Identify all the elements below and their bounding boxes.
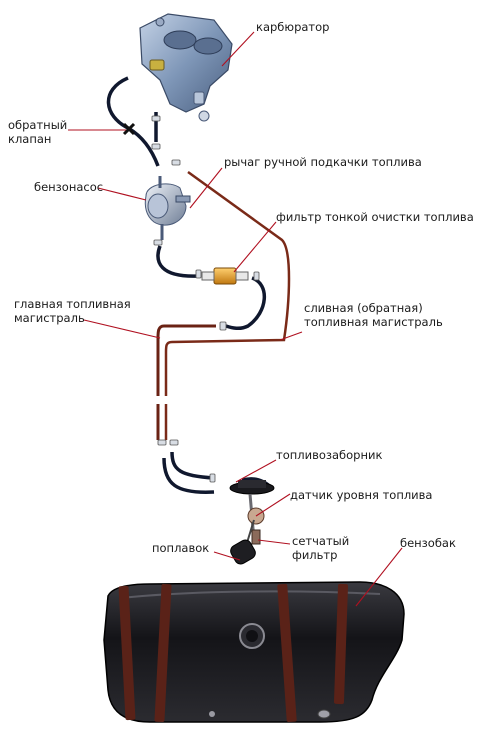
label-check-valve-line1: обратный: [8, 118, 68, 132]
clamp: [151, 143, 161, 150]
hose-to-intake-2: [162, 457, 215, 494]
clamp: [169, 439, 179, 446]
label-fuel-tank: бензобак: [400, 536, 456, 550]
tank-bolt: [209, 711, 215, 717]
label-intake: топливозаборник: [276, 448, 383, 462]
return-hose: [164, 170, 291, 396]
tank-drain: [317, 709, 331, 719]
tank-strap: [277, 583, 297, 723]
clamp: [157, 439, 167, 446]
fine-filter-body: [213, 267, 237, 285]
fuel-pump-cover: [147, 193, 169, 219]
leader-float: [213, 551, 241, 561]
carburetor-fitting: [149, 59, 165, 71]
fuel-pump-lever: [175, 195, 191, 203]
fuel-tank: [103, 581, 405, 723]
clamp: [171, 159, 181, 166]
tank-strap: [118, 585, 136, 721]
tank-strap: [333, 583, 349, 705]
clamp: [153, 239, 163, 246]
label-main-line-line1: главная топливная: [14, 297, 131, 311]
carburetor-bolt: [155, 17, 165, 27]
label-return-line-line1: сливная (обратная): [304, 301, 423, 315]
leader-main-line: [83, 319, 161, 339]
label-return-line-line2: топливная магистраль: [304, 315, 443, 329]
label-fine-filter: фильтр тонкой очистки топлива: [276, 210, 474, 224]
label-carburetor: карбюратор: [256, 20, 330, 34]
carburetor-chamber-2: [193, 37, 223, 55]
label-fuel-pump: бензонасос: [34, 180, 104, 194]
leader-return-line: [279, 331, 303, 341]
hose-carb-to-valve: [106, 76, 160, 167]
leader-fine-filter: [233, 221, 277, 273]
leader-hand-lever: [189, 167, 223, 209]
carburetor: [139, 13, 233, 122]
hose-pump-to-filter: [156, 245, 201, 278]
hose-to-intake: [170, 451, 215, 480]
fuel-pump: [144, 176, 191, 240]
label-hand-lever: рычаг ручной подкачки топлива: [224, 155, 422, 169]
mesh-filter: [251, 529, 261, 545]
clamp: [219, 321, 227, 331]
fuel-intake-assembly: [229, 480, 275, 565]
leader-fuel-pump: [97, 187, 147, 201]
hose-filter-to-main: [225, 276, 267, 331]
fine-filter: [201, 267, 249, 285]
tank-filler-hole: [246, 630, 258, 642]
leader-fuel-tank: [355, 547, 403, 607]
hose-clamps: [151, 115, 260, 483]
fuel-hoses: [106, 76, 274, 494]
label-float: поплавок: [152, 541, 210, 555]
leader-level-sensor: [255, 493, 291, 517]
leader-mesh-filter: [257, 539, 291, 545]
clamp: [195, 269, 202, 279]
check-valve-mark-2: [122, 122, 136, 136]
fuel-tank-highlight: [119, 590, 381, 599]
label-mesh-filter-line1: сетчатый: [292, 534, 350, 548]
fuel-tank-body: [103, 581, 405, 723]
carburetor-fitting-2: [193, 91, 205, 105]
tank-strap: [154, 583, 172, 723]
clamp: [151, 115, 161, 122]
intake-body: [238, 480, 266, 488]
leader-carburetor: [221, 31, 255, 67]
carburetor-chamber-1: [163, 30, 197, 50]
carburetor-bolt-2: [198, 110, 210, 122]
fine-filter-outlet: [235, 271, 249, 281]
clamp: [253, 271, 260, 281]
fine-filter-inlet: [201, 271, 215, 281]
check-valve: [122, 122, 136, 136]
clamp: [209, 473, 216, 483]
level-sensor: [247, 507, 265, 525]
leader-intake: [235, 459, 277, 483]
label-level-sensor: датчик уровня топлива: [290, 488, 433, 502]
leader-lines: [68, 31, 403, 607]
label-check-valve-line2: клапан: [8, 132, 52, 146]
label-main-line-line2: магистраль: [14, 311, 85, 325]
label-mesh-filter-line2: фильтр: [292, 548, 338, 562]
